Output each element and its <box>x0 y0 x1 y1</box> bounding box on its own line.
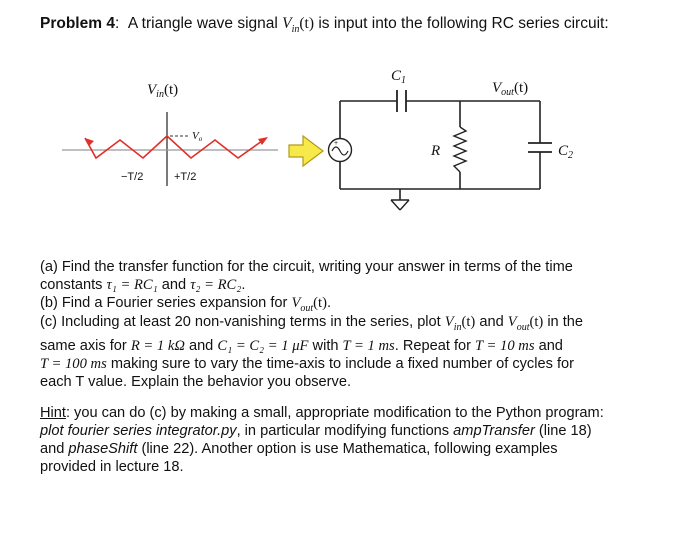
ground-icon <box>390 199 410 211</box>
intro-pre: A triangle wave signal <box>127 15 278 32</box>
tau1: τ₁ = RC₁ <box>106 277 158 293</box>
part-c: (c) Including at least 20 non-vanishing … <box>40 313 670 391</box>
part-c-line4: each T value. Explain the behavior you o… <box>40 373 351 390</box>
hint-line4: provided in lecture 18. <box>40 459 184 475</box>
capacitor-icon <box>396 90 407 112</box>
wave-arrow-left-icon <box>85 138 94 146</box>
vin-symbol: Vin(t) <box>282 15 315 36</box>
part-b-vout: Vout(t) <box>291 295 327 314</box>
hint-filename: plot fourier series integrator.py <box>40 423 237 439</box>
intro-post: is input into the following RC series ci… <box>318 15 609 32</box>
r-label: R <box>430 143 440 159</box>
part-a: (a) Find the transfer function for the c… <box>40 258 670 294</box>
part-a-line2: constants τ₁ = RC₁ and τ₂ = RC₂. <box>40 277 246 293</box>
hint-keyword: Hint <box>40 405 66 421</box>
circuit <box>339 100 541 200</box>
resistor-icon <box>452 126 468 173</box>
part-b: (b) Find a Fourier series expansion for … <box>40 295 331 314</box>
vin-label: Vin(t) <box>147 82 178 100</box>
part-c-line3: T = 100 ms making sure to vary the time-… <box>40 355 574 372</box>
v0-label: Vo <box>192 130 203 143</box>
part-a-line1: (a) Find the transfer function for the c… <box>40 259 573 275</box>
capacitor-c2-icon <box>528 142 552 153</box>
tick-minus-half: −T/2 <box>121 171 143 183</box>
wave-arrow-right-icon <box>258 137 268 145</box>
hint: Hint: you can do (c) by making a small, … <box>40 404 670 476</box>
hint-phase-shift: phaseShift <box>68 441 138 457</box>
tau2: τ₂ = RC₂ <box>190 277 242 293</box>
hint-amp-transfer: ampTransfer <box>453 423 535 439</box>
ac-source-icon: + <box>327 137 353 163</box>
problem-statement: Problem 4: A triangle wave signal Vin(t)… <box>40 15 609 35</box>
vout-label: Vout(t) <box>492 80 528 98</box>
hint-line3: and phaseShift (line 22). Another option… <box>40 441 558 457</box>
tick-plus-half: +T/2 <box>174 171 196 183</box>
triangle-wave <box>84 134 263 160</box>
c1-label: C1 <box>391 68 406 86</box>
part-c-line2: same axis for R = 1 kΩ and C₁ = C₂ = 1 μ… <box>40 337 563 354</box>
problem-label: Problem 4 <box>40 15 115 32</box>
problem-colon: : <box>114 15 120 32</box>
circuit-figure: Vin(t) Vo −T/2 +T/2 C1 <box>62 68 573 211</box>
svg-text:+: + <box>334 140 338 147</box>
hint-line2: plot fourier series integrator.py, in pa… <box>40 423 592 439</box>
part-b-text: (b) Find a Fourier series expansion for <box>40 295 288 311</box>
part-c-line1: (c) Including at least 20 non-vanishing … <box>40 314 584 333</box>
c2-label: C2 <box>558 143 573 161</box>
hint-line1: Hint: you can do (c) by making a small, … <box>40 405 604 421</box>
arrow-right-icon <box>288 134 324 168</box>
